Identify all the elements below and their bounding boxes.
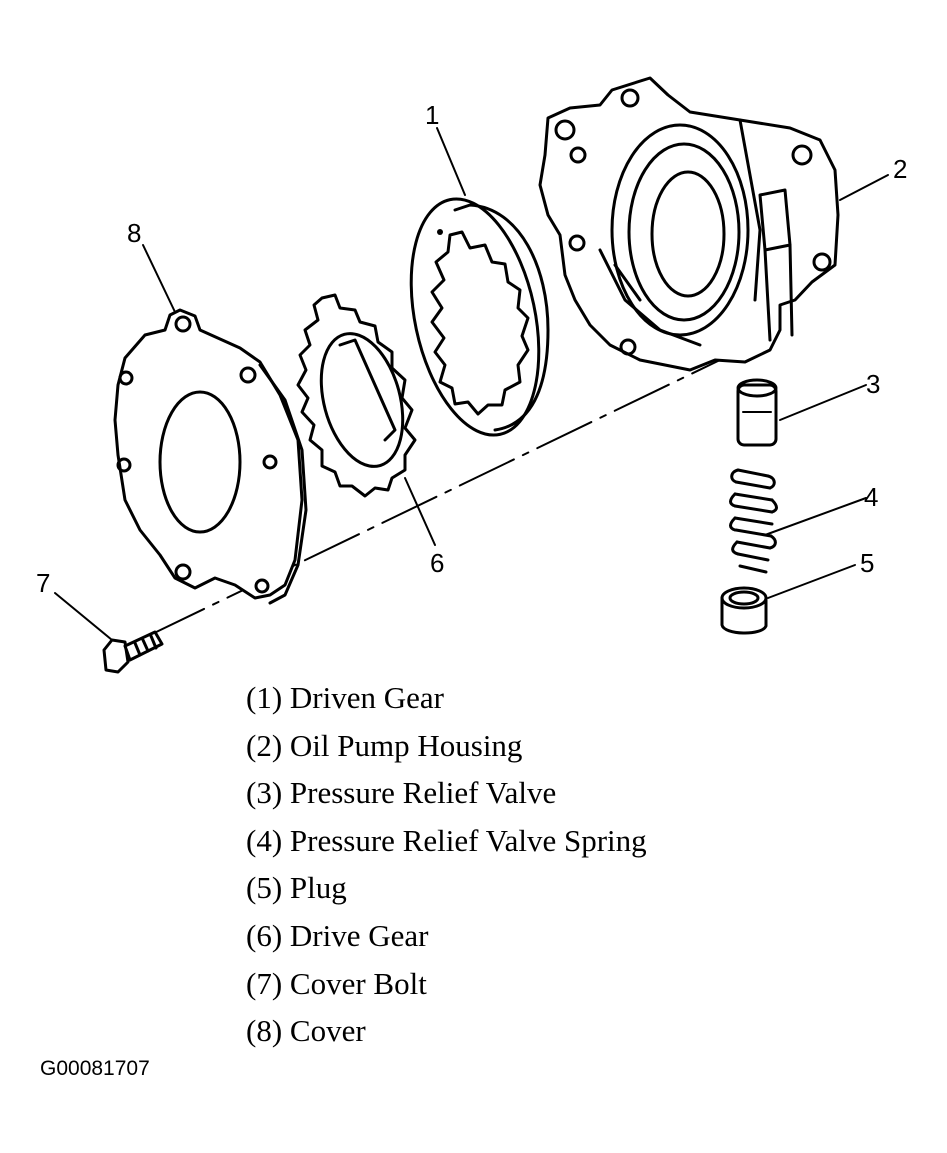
parts-legend: (1) Driven Gear (2) Oil Pump Housing (3)… [246,678,647,1059]
callout-2: 2 [893,154,907,184]
pump-cover [113,308,308,605]
leader-lines [54,127,889,641]
callout-6: 6 [430,548,444,578]
legend-item: (6) Drive Gear [246,917,429,953]
figure-id: G00081707 [40,1057,150,1080]
legend-item: (3) Pressure Relief Valve [246,775,557,811]
oil-pump-exploded-diagram: 1 2 3 4 5 6 7 8 [36,76,907,674]
legend-item: (4) Pressure Relief Valve Spring [246,822,647,858]
plug [720,586,768,635]
cover-bolt [102,630,164,674]
legend-item: (5) Plug [246,870,347,906]
callout-7: 7 [36,568,50,598]
legend-item: (2) Oil Pump Housing [246,727,523,763]
callout-3: 3 [866,369,880,399]
legend-item: (8) Cover [246,1013,366,1049]
pressure-relief-valve [736,378,778,447]
oil-pump-housing [538,76,840,372]
callout-1: 1 [425,100,439,130]
legend-item: (1) Driven Gear [246,680,444,715]
callout-8: 8 [127,218,141,248]
drive-gear [296,293,417,498]
driven-gear [409,197,550,437]
callout-4: 4 [864,482,878,512]
pressure-relief-valve-spring [729,468,778,574]
legend-item: (7) Cover Bolt [246,965,427,1001]
callout-5: 5 [860,548,874,578]
